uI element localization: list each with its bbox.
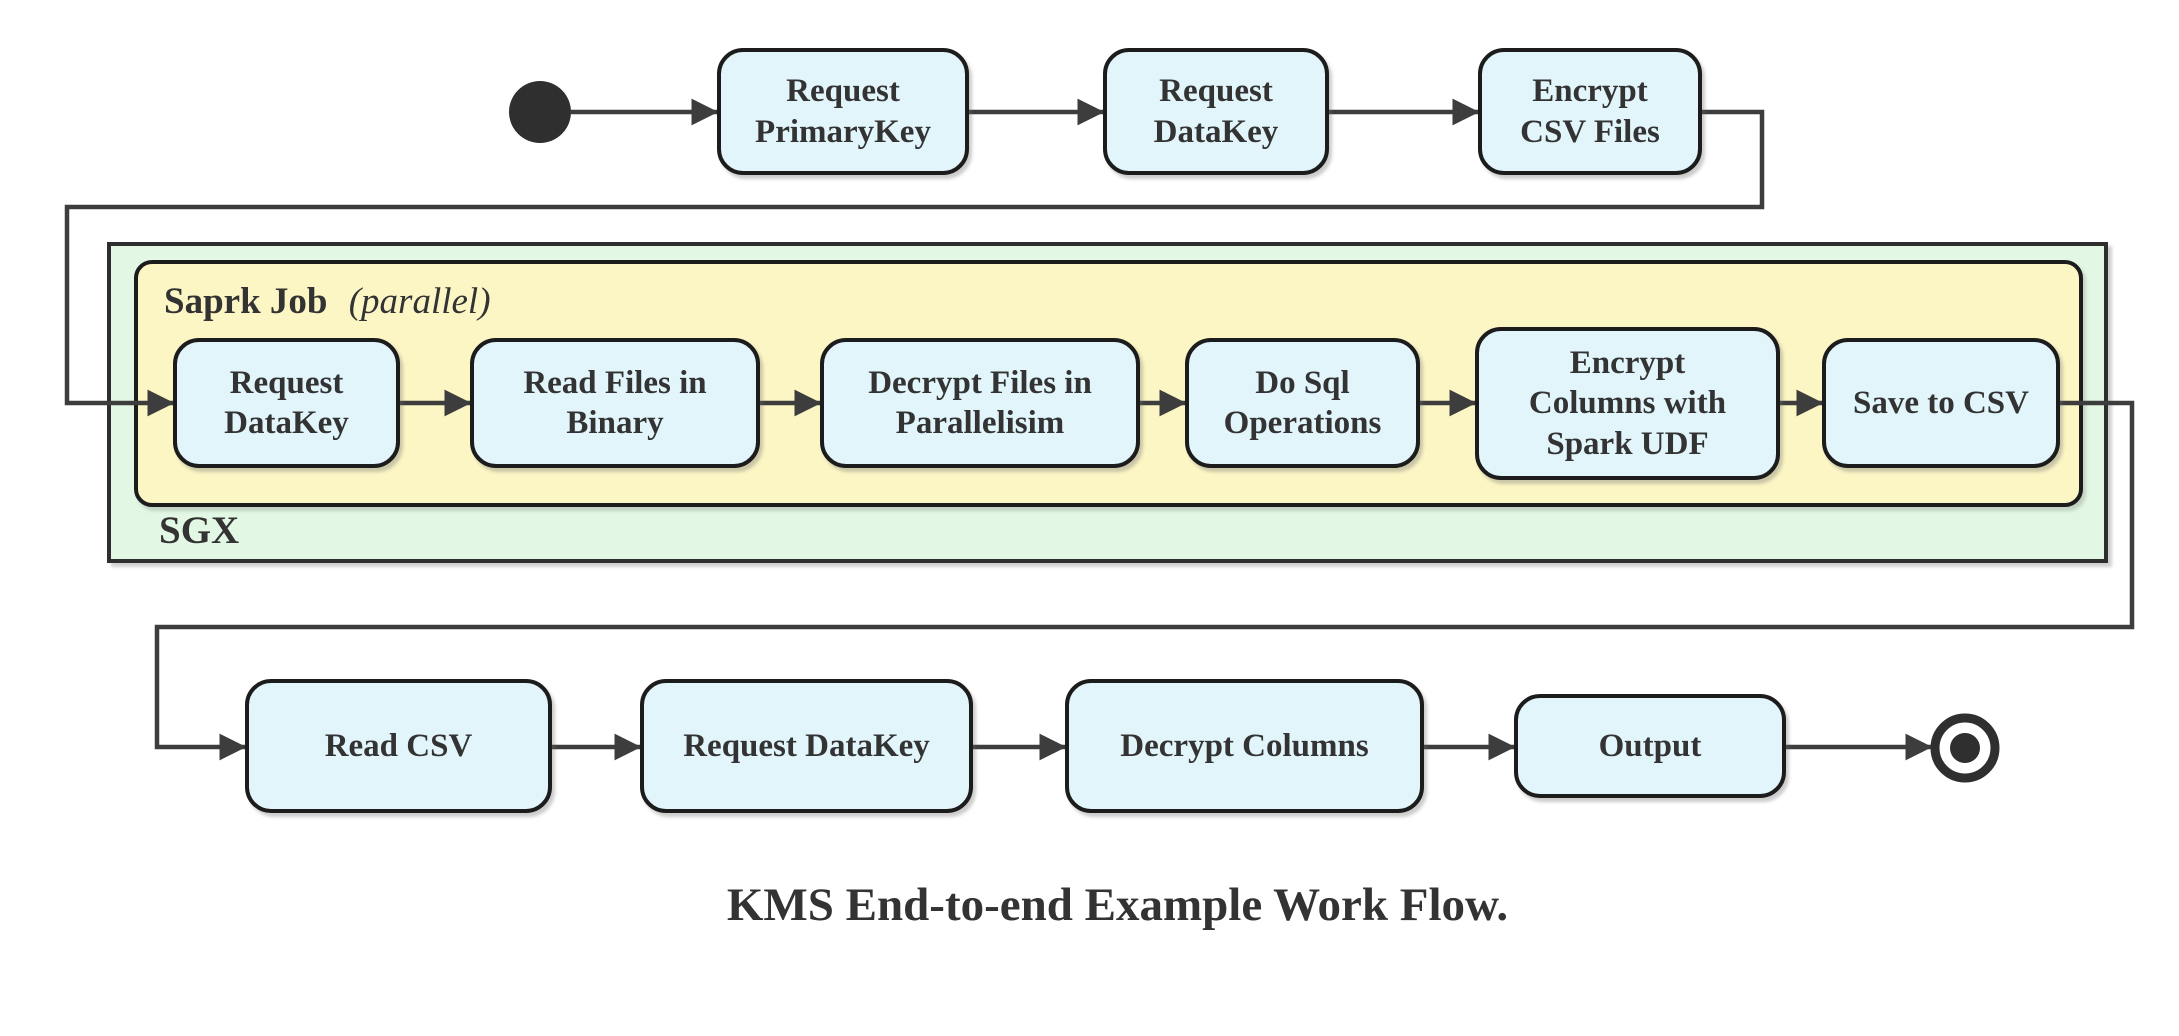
start-node-icon bbox=[509, 81, 571, 143]
spark-job-parallel-qualifier: (parallel) bbox=[348, 281, 491, 322]
node-encrypt-columns-with-spark-udf: Encrypt Columns with Spark UDF bbox=[1475, 327, 1780, 480]
node-read-files-in-binary: Read Files in Binary bbox=[470, 338, 760, 468]
node-spark-request-datakey: Request DataKey bbox=[173, 338, 400, 468]
node-label: Decrypt Files in Parallelisim bbox=[868, 364, 1092, 441]
end-node-icon bbox=[1930, 713, 2000, 783]
sgx-container-label: SGX bbox=[159, 509, 240, 552]
node-label: Encrypt CSV Files bbox=[1520, 73, 1660, 150]
node-do-sql-operations: Do Sql Operations bbox=[1185, 338, 1420, 468]
node-request-primarykey: Request PrimaryKey bbox=[717, 48, 969, 175]
spark-job-container-label: Saprk Job (parallel) bbox=[164, 280, 491, 323]
spark-job-label-text: Saprk Job bbox=[164, 281, 328, 322]
node-decrypt-columns: Decrypt Columns bbox=[1065, 679, 1424, 813]
node-label: Read Files in Binary bbox=[523, 364, 707, 441]
node-label: Encrypt Columns with Spark UDF bbox=[1528, 345, 1727, 462]
node-request-datakey-bottom: Request DataKey bbox=[640, 679, 973, 813]
node-label: Request DataKey bbox=[683, 727, 930, 764]
diagram-title: KMS End-to-end Example Work Flow. bbox=[726, 879, 1509, 931]
node-label: Request PrimaryKey bbox=[755, 73, 931, 150]
node-label: Read CSV bbox=[324, 727, 473, 764]
node-label: Request DataKey bbox=[1153, 73, 1279, 150]
node-decrypt-files-in-parallelisim: Decrypt Files in Parallelisim bbox=[820, 338, 1140, 468]
node-encrypt-csv-files: Encrypt CSV Files bbox=[1478, 48, 1702, 175]
node-read-csv: Read CSV bbox=[245, 679, 552, 813]
node-label: Output bbox=[1598, 727, 1702, 764]
node-output: Output bbox=[1514, 694, 1786, 798]
edge-save-csv-to-read-csv bbox=[154, 400, 2135, 761]
node-request-datakey-top: Request DataKey bbox=[1103, 48, 1329, 175]
edge-encrypt-csv-files-to-spark-request-datakey bbox=[64, 109, 1765, 417]
node-label: Save to CSV bbox=[1852, 384, 2029, 421]
node-label: Do Sql Operations bbox=[1223, 364, 1382, 441]
node-label: Decrypt Columns bbox=[1120, 727, 1369, 764]
node-label: Request DataKey bbox=[224, 364, 349, 441]
node-save-to-csv: Save to CSV bbox=[1822, 338, 2060, 468]
